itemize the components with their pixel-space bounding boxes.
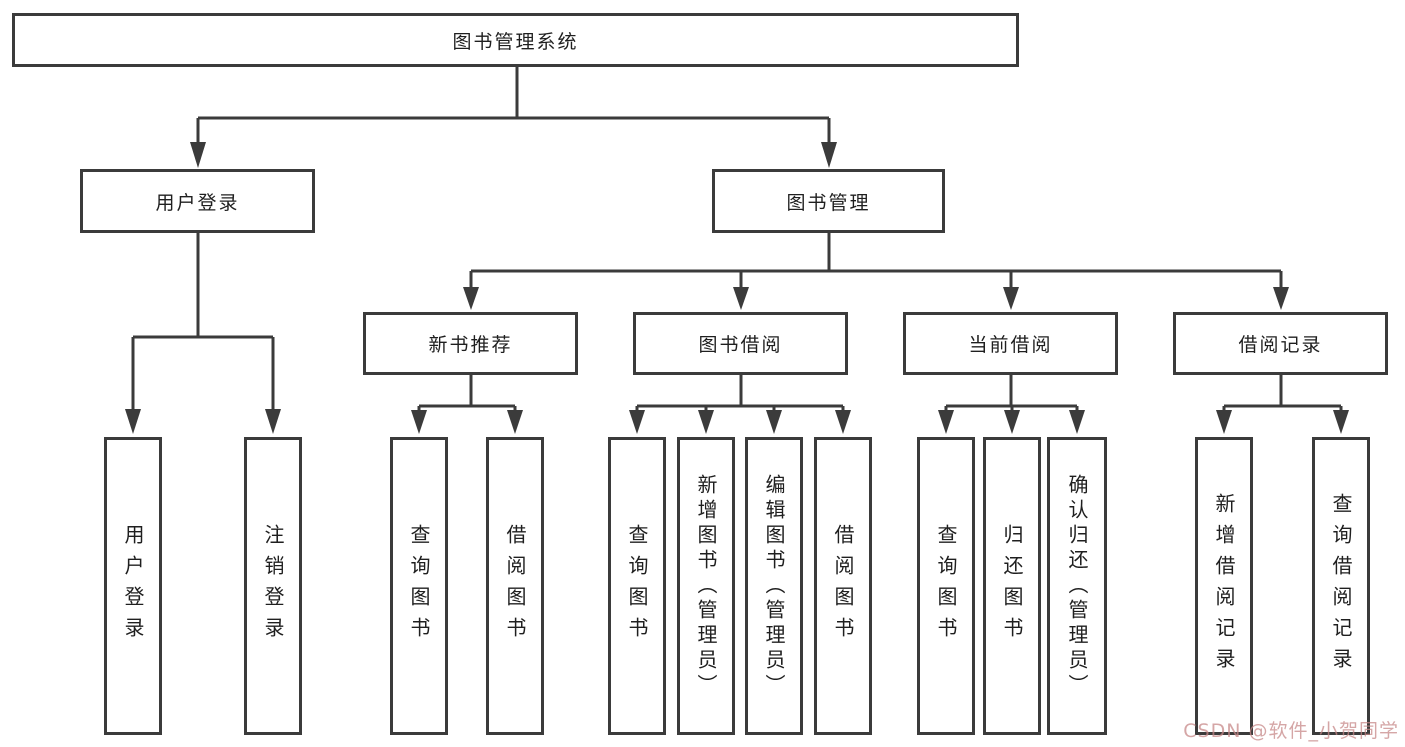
- leaf-label: 新增图书（管理员）: [694, 473, 718, 699]
- node-label: 借阅记录: [1238, 334, 1323, 356]
- node-current-borrow: 当前借阅: [903, 312, 1118, 375]
- node-book-management: 图书管理: [712, 169, 945, 233]
- leaf-label: 用户登录: [121, 524, 145, 648]
- leaf-label: 查询图书: [934, 524, 958, 648]
- node-book-borrow: 图书借阅: [633, 312, 848, 375]
- leaf-label: 注销登录: [261, 524, 285, 648]
- leaf-user-login: 用户登录: [104, 437, 162, 735]
- leaf-logout: 注销登录: [244, 437, 302, 735]
- node-label: 新书推荐: [428, 334, 513, 356]
- leaf-label: 查询借阅记录: [1329, 493, 1353, 679]
- watermark-text: CSDN @软件_小贺同学: [1183, 720, 1399, 742]
- leaf-edit-book-admin: 编辑图书（管理员）: [745, 437, 803, 735]
- leaf-label: 新增借阅记录: [1212, 493, 1236, 679]
- leaf-label: 编辑图书（管理员）: [762, 473, 786, 699]
- node-label: 用户登录: [155, 191, 240, 214]
- leaf-query-books-borrow: 查询图书: [608, 437, 666, 735]
- leaf-label: 借阅图书: [503, 524, 527, 648]
- node-label: 图书管理系统: [452, 30, 579, 53]
- leaf-return-book: 归还图书: [983, 437, 1041, 735]
- leaf-label: 确认归还（管理员）: [1065, 473, 1089, 699]
- leaf-label: 借阅图书: [831, 524, 855, 648]
- leaf-add-book-admin: 新增图书（管理员）: [677, 437, 735, 735]
- node-library-management-system: 图书管理系统: [12, 13, 1019, 67]
- leaf-label: 查询图书: [625, 524, 649, 648]
- leaf-query-books-current: 查询图书: [917, 437, 975, 735]
- leaf-query-borrow-record: 查询借阅记录: [1312, 437, 1370, 735]
- leaf-add-borrow-record: 新增借阅记录: [1195, 437, 1253, 735]
- node-label: 图书借阅: [698, 334, 783, 356]
- node-borrow-record: 借阅记录: [1173, 312, 1388, 375]
- leaf-borrow-books: 借阅图书: [814, 437, 872, 735]
- leaf-confirm-return-admin: 确认归还（管理员）: [1047, 437, 1107, 735]
- leaf-borrow-books-recommend: 借阅图书: [486, 437, 544, 735]
- leaf-label: 查询图书: [407, 524, 431, 648]
- leaf-query-books-recommend: 查询图书: [390, 437, 448, 735]
- node-new-book-recommend: 新书推荐: [363, 312, 578, 375]
- leaf-label: 归还图书: [1000, 524, 1024, 648]
- node-user-login: 用户登录: [80, 169, 315, 233]
- node-label: 图书管理: [786, 191, 871, 214]
- node-label: 当前借阅: [968, 334, 1053, 356]
